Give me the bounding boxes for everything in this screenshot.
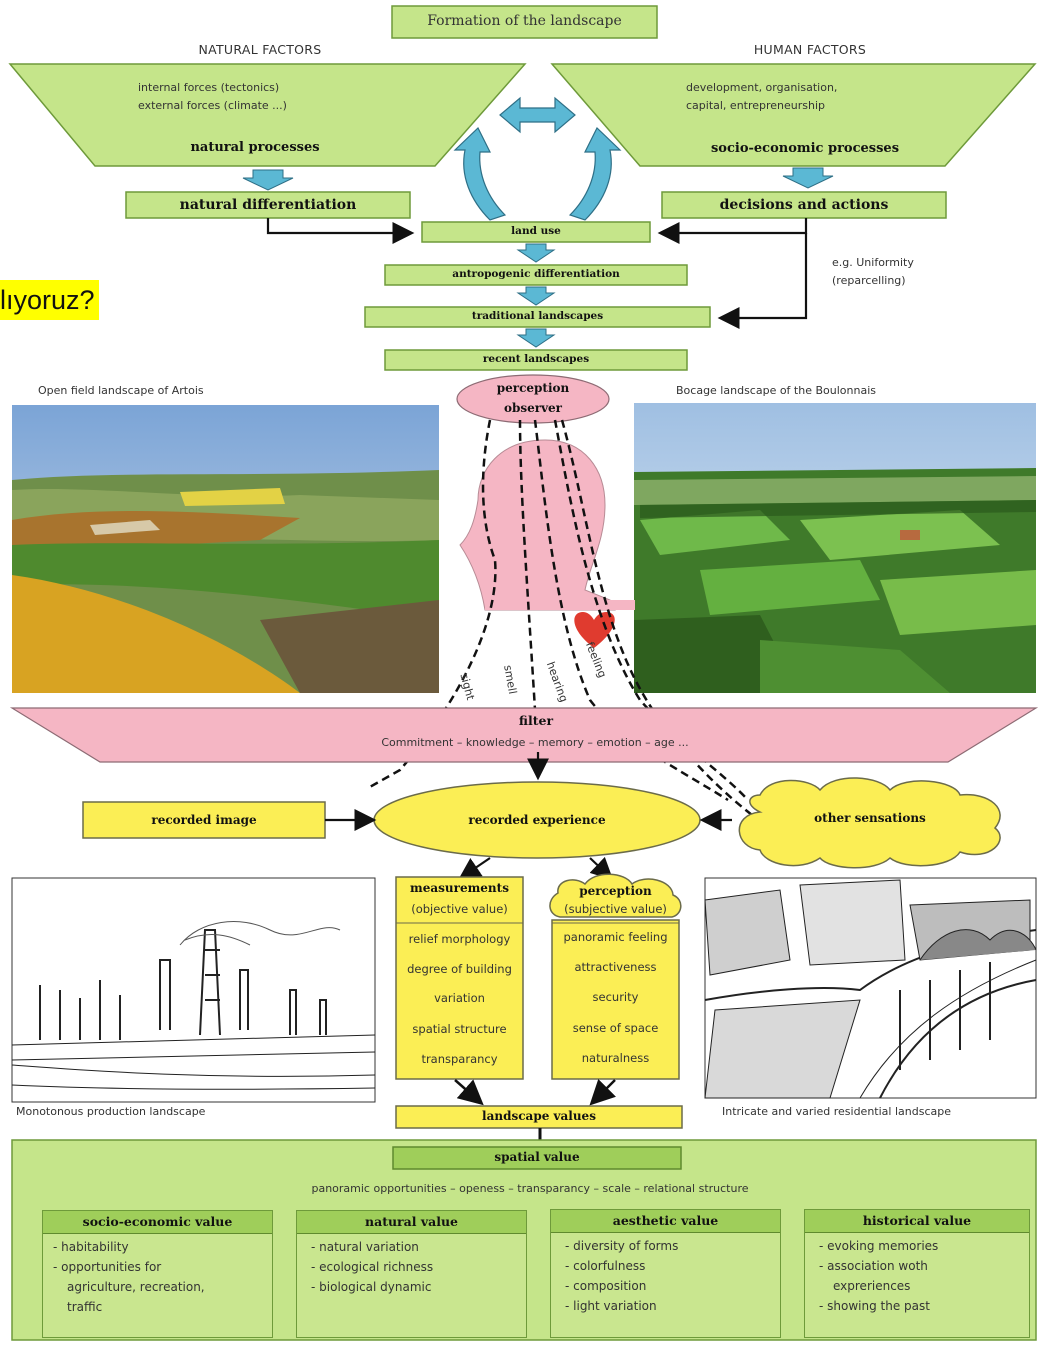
chain-recent: recent landscapes xyxy=(482,353,590,365)
natural-factors-heading: NATURAL FACTORS xyxy=(198,42,322,57)
measurement-item: transparancy xyxy=(421,1052,498,1066)
perception-item: sense of space xyxy=(572,1021,659,1035)
aesthetic-value-box: aesthetic value - diversity of forms - c… xyxy=(550,1209,781,1338)
recorded-image-box xyxy=(82,801,326,839)
filter-subtitle: Commitment – knowledge – memory – emotio… xyxy=(381,736,689,749)
socio-economic-processes-label: socio-economic processes xyxy=(710,141,900,156)
human-factors-trapezoid xyxy=(550,63,1037,167)
production-sketch xyxy=(11,877,376,1103)
historical-value-box: historical value - evoking memories - as… xyxy=(804,1209,1030,1338)
value-item: - natural variation xyxy=(311,1240,419,1254)
value-item: agriculture, recreation, xyxy=(67,1280,205,1294)
measurement-item: degree of building xyxy=(407,962,512,976)
recorded-experience-label: recorded experience xyxy=(468,813,606,827)
measurement-item: variation xyxy=(434,991,485,1005)
perception-item: naturalness xyxy=(581,1051,650,1065)
natural-factor-line-2: external forces (climate ...) xyxy=(138,99,287,112)
perception-item: attractiveness xyxy=(574,960,657,974)
value-item: - light variation xyxy=(565,1299,657,1313)
value-item: - composition xyxy=(565,1279,647,1293)
perception-box xyxy=(551,919,680,1080)
recorded-image-label: recorded image xyxy=(151,813,257,827)
chain-antropogenic: antropogenic differentiation xyxy=(452,268,620,280)
landscape-values-label: landscape values xyxy=(482,1109,596,1123)
measurements-box xyxy=(395,876,524,1080)
filter-title: filter xyxy=(518,713,554,728)
human-factors-heading: HUMAN FACTORS xyxy=(753,42,867,57)
diagram-title: Formation of the landscape xyxy=(427,13,622,29)
value-item: traffic xyxy=(67,1300,103,1314)
filter-shape xyxy=(9,707,1039,763)
spatial-value-label: spatial value xyxy=(494,1150,580,1164)
measurement-item: relief morphology xyxy=(408,932,511,946)
chain-land-use: land use xyxy=(511,225,561,237)
other-sensations-label: other sensations xyxy=(814,811,926,825)
perception-col-title: perception xyxy=(579,884,652,898)
natural-differentiation-label: natural differentiation xyxy=(179,197,357,213)
socio-economic-value-box: socio-economic value - habitability - op… xyxy=(42,1210,273,1338)
measurement-item: spatial structure xyxy=(412,1022,507,1036)
uniformity-note-1: e.g. Uniformity xyxy=(832,256,914,269)
value-item: - association woth xyxy=(819,1259,928,1273)
open-field-photo xyxy=(12,405,439,693)
natural-factor-line-1: internal forces (tectonics) xyxy=(138,81,280,94)
natural-processes-label: natural processes xyxy=(190,140,320,155)
perception-observer-ellipse xyxy=(456,374,610,424)
chain-traditional: traditional landscapes xyxy=(471,310,604,322)
perception-col-subtitle: (subjective value) xyxy=(564,902,667,916)
perception-item: panoramic feeling xyxy=(563,930,668,944)
right-photo-caption: Bocage landscape of the Boulonnais xyxy=(676,384,876,397)
left-sketch-caption: Monotonous production landscape xyxy=(16,1105,206,1118)
spatial-value-box xyxy=(392,1146,682,1170)
uniformity-note-2: (reparcelling) xyxy=(832,274,906,287)
value-item: - diversity of forms xyxy=(565,1239,679,1253)
curved-arrow-right xyxy=(568,127,622,221)
measurements-title: measurements xyxy=(410,881,509,895)
socio-economic-value-title: socio-economic value xyxy=(43,1211,272,1234)
curved-arrow-left xyxy=(453,127,507,221)
right-sketch-caption: Intricate and varied residential landsca… xyxy=(722,1105,951,1118)
value-item: - ecological richness xyxy=(311,1260,434,1274)
aesthetic-value-title: aesthetic value xyxy=(551,1210,780,1233)
highlighted-text: lıyoruz? xyxy=(0,285,95,315)
value-item: - opportunities for xyxy=(53,1260,162,1274)
natural-factors-trapezoid xyxy=(8,63,527,167)
left-photo-caption: Open field landscape of Artois xyxy=(38,384,204,397)
residential-sketch xyxy=(704,877,1037,1099)
heart-icon xyxy=(574,612,615,648)
natural-value-box: natural value - natural variation - ecol… xyxy=(296,1210,527,1338)
down-arrow-human xyxy=(782,167,834,189)
bocage-photo xyxy=(634,403,1036,693)
value-item: - showing the past xyxy=(819,1299,930,1313)
human-factor-line-1: development, organisation, xyxy=(686,81,838,94)
perception-label: perception xyxy=(496,381,570,395)
decisions-actions-label: decisions and actions xyxy=(719,197,889,213)
double-arrow xyxy=(499,96,576,134)
value-item: - habitability xyxy=(53,1240,129,1254)
value-item: - colorfulness xyxy=(565,1259,646,1273)
value-item: expreriences xyxy=(833,1279,911,1293)
head-silhouette xyxy=(459,439,616,611)
human-factor-line-2: capital, entrepreneurship xyxy=(686,99,826,112)
observer-label: observer xyxy=(503,401,563,415)
other-sensations-cloud xyxy=(738,777,1001,869)
historical-value-title: historical value xyxy=(805,1210,1029,1233)
title-box xyxy=(391,5,658,39)
spatial-value-line: panoramic opportunities – openess – tran… xyxy=(311,1182,749,1195)
down-arrow-natural xyxy=(242,169,294,191)
natural-value-title: natural value xyxy=(297,1211,526,1234)
value-item: - evoking memories xyxy=(819,1239,939,1253)
perception-item: security xyxy=(592,990,639,1004)
value-item: - biological dynamic xyxy=(311,1280,432,1294)
highlighted-overlay: lıyoruz? xyxy=(0,280,99,320)
measurements-subtitle: (objective value) xyxy=(411,902,508,916)
